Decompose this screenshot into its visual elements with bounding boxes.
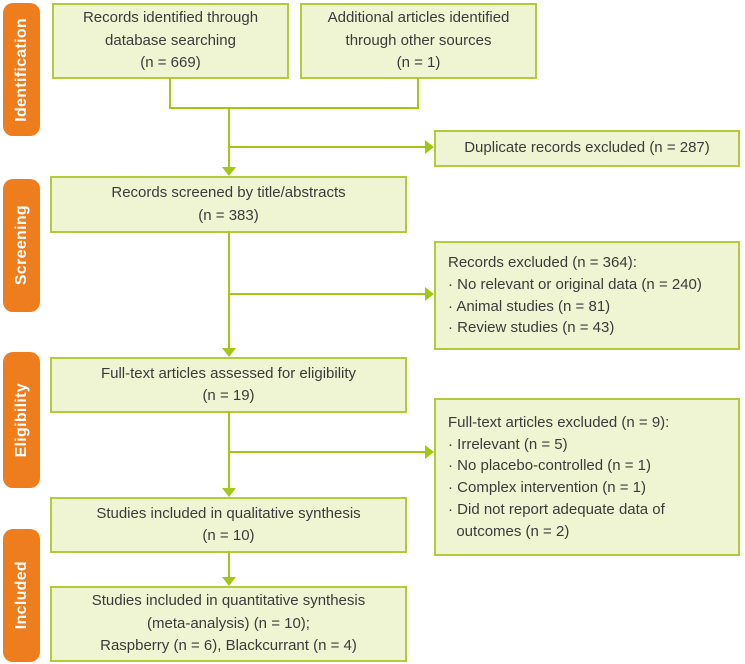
box-quantitative-synthesis: Studies included in quantitative synthes… [50,586,407,662]
box-fulltext-assessed: Full-text articles assessed for eligibil… [50,357,407,413]
arrowhead-to-fulltext [222,348,236,357]
connector-to-duplicates [228,146,426,148]
connector-screened-to-fulltext [228,231,230,349]
connector-qualitative-to-quantitative [228,551,230,578]
arrowhead-to-screened [222,167,236,176]
connector-additional-down [417,78,419,109]
box-records-screened-text: Records screened by title/abstracts (n =… [111,184,346,224]
box-additional-articles: Additional articles identified through o… [300,3,537,79]
box-records-identified-text: Records identified through database sear… [82,9,259,72]
stage-label-screening: Screening [12,205,30,286]
box-fulltext-excluded: Full-text articles excluded (n = 9): · I… [434,398,740,556]
box-records-excluded-text: Records excluded (n = 364): · No relevan… [448,254,702,337]
arrowhead-to-qualitative [222,488,236,497]
stage-label-included: Included [12,561,30,630]
arrowhead-to-duplicates [425,140,434,154]
box-qualitative-synthesis: Studies included in qualitative synthesi… [50,497,407,553]
box-duplicates-excluded-text: Duplicate records excluded (n = 287) [464,139,710,157]
stage-label-eligibility: Eligibility [12,382,30,458]
box-additional-articles-text: Additional articles identified through o… [327,9,510,72]
connector-fulltext-to-qualitative [228,411,230,489]
stage-pill-eligibility: Eligibility [3,352,40,488]
arrowhead-to-fulltext-excluded [425,445,434,459]
box-fulltext-excluded-text: Full-text articles excluded (n = 9): · I… [448,413,670,540]
stage-pill-screening: Screening [3,179,40,312]
arrowhead-to-quantitative [222,577,236,586]
box-quantitative-synthesis-text: Studies included in quantitative synthes… [91,592,366,655]
stage-pill-identification: Identification [3,3,40,136]
box-records-identified: Records identified through database sear… [52,3,289,79]
arrowhead-to-records-excluded [425,287,434,301]
box-qualitative-synthesis-text: Studies included in qualitative synthesi… [96,504,361,545]
connector-merge-to-screened [228,107,230,168]
stage-pill-included: Included [3,529,40,662]
stage-label-identification: Identification [12,17,30,122]
box-records-excluded: Records excluded (n = 364): · No relevan… [434,241,740,350]
connector-to-records-excluded [228,293,426,295]
connector-identified-down [169,78,171,109]
connector-merge-horizontal [169,107,419,109]
box-fulltext-assessed-text: Full-text articles assessed for eligibil… [100,364,357,405]
box-records-screened: Records screened by title/abstracts (n =… [50,176,407,233]
connector-to-fulltext-excluded [228,451,426,453]
box-duplicates-excluded: Duplicate records excluded (n = 287) [434,130,740,167]
